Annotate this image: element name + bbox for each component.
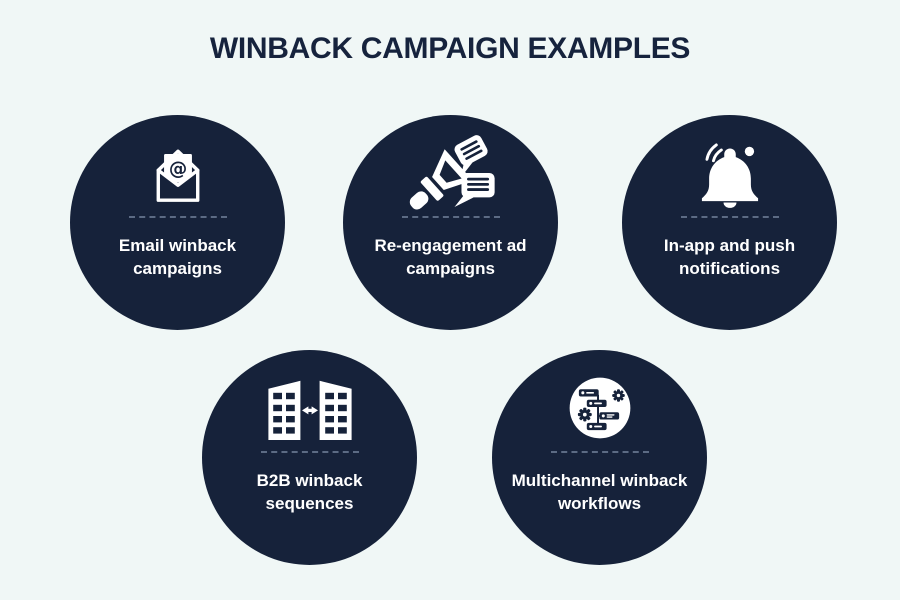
- dashed-divider: [680, 216, 779, 218]
- circle-label: Re-engagement ad campaigns: [374, 236, 527, 279]
- dashed-divider: [128, 216, 227, 218]
- page-title: WINBACK CAMPAIGN EXAMPLES: [209, 32, 691, 65]
- megaphone-ad-icon: [343, 129, 558, 217]
- dashed-divider: [401, 216, 500, 218]
- circle-email-winback: @ Email winback campaigns: [70, 115, 285, 330]
- b2b-buildings-icon: [202, 364, 417, 452]
- email-envelope-icon: @: [70, 129, 285, 217]
- circle-b2b-winback: B2B winback sequences: [202, 350, 417, 565]
- circle-label: In-app and push notifications: [663, 236, 796, 279]
- notification-bell-icon: [622, 129, 837, 217]
- circle-label: Multichannel winback workflows: [511, 471, 688, 514]
- circle-push-notifications: In-app and push notifications: [622, 115, 837, 330]
- svg-text:@: @: [168, 158, 186, 179]
- dashed-divider: [550, 451, 649, 453]
- circle-label: Email winback campaigns: [118, 236, 237, 279]
- circle-reengagement-ads: Re-engagement ad campaigns: [343, 115, 558, 330]
- circle-label: B2B winback sequences: [256, 471, 363, 514]
- dashed-divider: [260, 451, 359, 453]
- workflow-gears-icon: [492, 364, 707, 452]
- circle-multichannel-workflows: Multichannel winback workflows: [492, 350, 707, 565]
